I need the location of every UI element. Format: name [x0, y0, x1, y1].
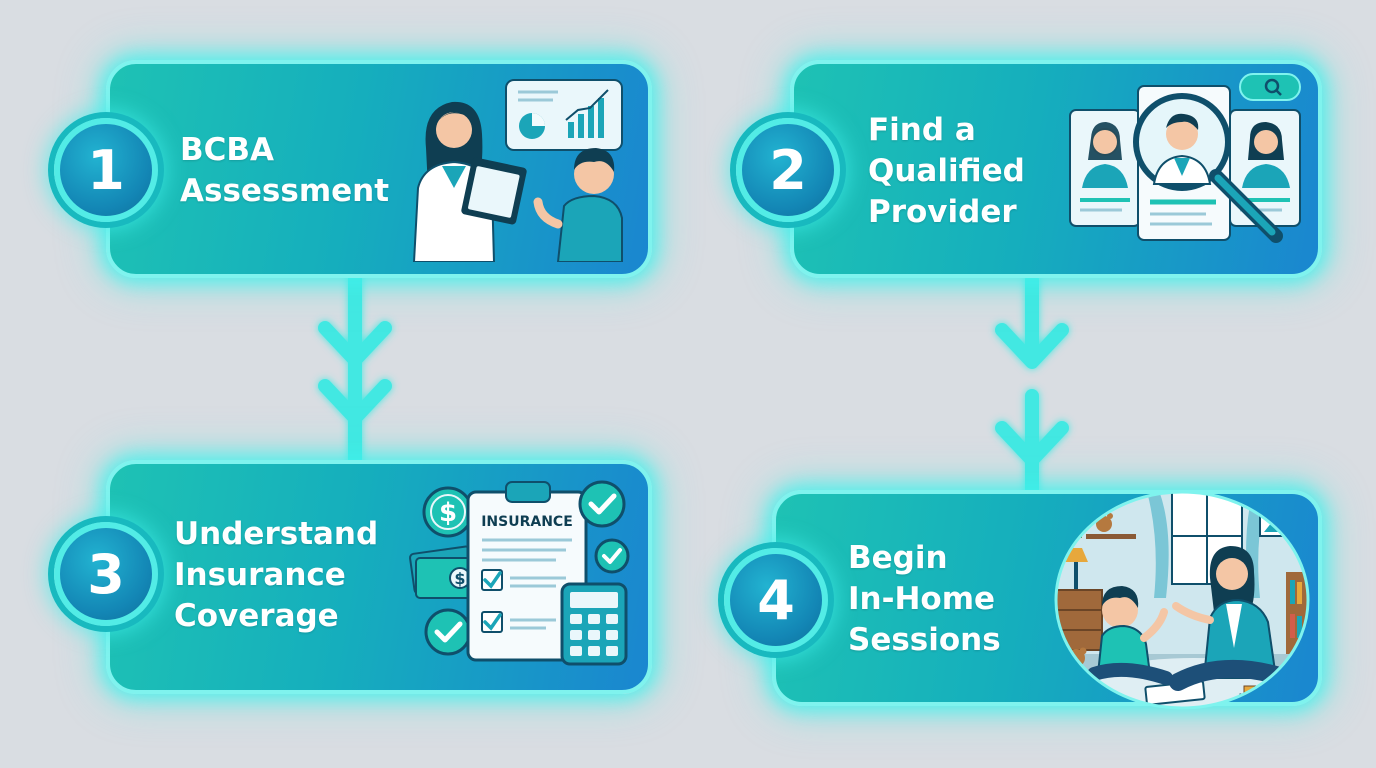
step-title-2-line-1: Find a: [868, 112, 976, 148]
dresser-icon: [1056, 589, 1103, 651]
coin-dollar: $: [439, 498, 457, 528]
step-number-badge-1: 1: [54, 118, 158, 222]
cash-dollar: $: [454, 569, 465, 588]
step-title-2: Find a Qualified Provider: [868, 110, 1025, 233]
step-title-2-line-3: Provider: [868, 194, 1017, 230]
step-title-3-line-2: Insurance: [174, 557, 346, 593]
check-coin-icon: [424, 608, 472, 656]
provider-search-illustration: [1069, 73, 1301, 243]
teddy-bear-icon: [1096, 516, 1112, 532]
in-home-session-illustration: [1054, 490, 1310, 710]
step-title-4-line-2: In-Home: [848, 581, 996, 617]
step-number-badge-4: 4: [724, 548, 828, 652]
step-title-1: BCBA Assessment: [180, 130, 389, 212]
check-badge-icon-1: [578, 480, 626, 528]
step-title-4-line-1: Begin: [848, 540, 948, 576]
search-bar-icon: [1239, 73, 1301, 101]
check-badge-icon-2: [594, 538, 630, 574]
assessment-illustration: [412, 79, 623, 262]
insurance-illustration: $ $ INSURANCE: [409, 480, 630, 666]
step-title-1-line-2: Assessment: [180, 173, 390, 209]
step-title-4-line-3: Sessions: [848, 622, 1001, 658]
arrow-chevron-3: [995, 323, 1069, 369]
arrow-chevron-2: [318, 379, 392, 425]
step-number-badge-3: 3: [54, 522, 158, 626]
step-title-1-line-1: BCBA: [180, 132, 274, 168]
insurance-label: INSURANCE: [481, 514, 573, 530]
arrow-chevron-1: [318, 321, 392, 367]
step-title-4: Begin In-Home Sessions: [848, 538, 1001, 661]
step-number-badge-2: 2: [736, 118, 840, 222]
step-title-3-line-1: Understand: [174, 516, 379, 552]
step-title-3: Understand Insurance Coverage: [174, 514, 378, 637]
arrow-chevron-4: [995, 421, 1069, 467]
step-title-2-line-2: Qualified: [868, 153, 1025, 189]
step-title-3-line-3: Coverage: [174, 598, 339, 634]
